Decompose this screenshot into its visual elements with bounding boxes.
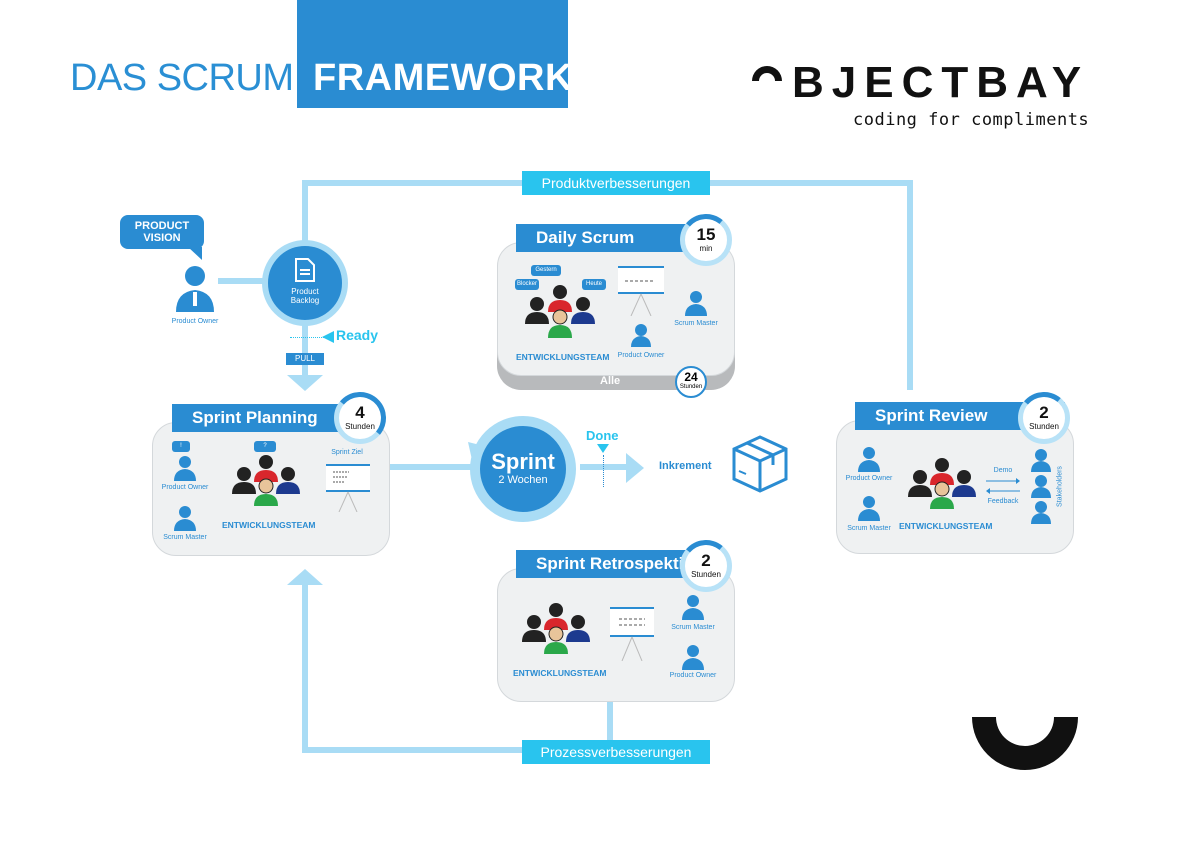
flipchart-icon (618, 266, 664, 316)
title-das-scrum: DAS SCRUM (70, 57, 294, 99)
gestern-bubble: Gestern (531, 265, 561, 276)
right-down-line (907, 180, 913, 390)
company-slogan: coding for compliments (853, 110, 1090, 130)
pull-label: PULL (286, 353, 324, 365)
sprint-to-increment-line (580, 464, 630, 470)
product-owner-icon (174, 456, 196, 481)
sprint-circle[interactable]: Sprint 2 Wochen (470, 416, 576, 522)
cycle-arrow-icon (468, 442, 484, 460)
heute-bubble: Heute (582, 279, 606, 290)
daily-scrum-timer: 15 min (677, 211, 735, 269)
timer-value: 4 (355, 403, 365, 422)
planning-to-sprint-line (388, 464, 478, 470)
produktverbesserungen-label: Produktverbesserungen (522, 171, 710, 195)
arrow-right-icon (626, 453, 644, 483)
scrum-master-icon (174, 506, 196, 531)
scrum-master-icon (682, 595, 704, 620)
team-label: ENTWICKLUNGSTEAM (899, 521, 993, 531)
company-logo: BJECTBAY (792, 58, 1090, 107)
ready-arrow-icon (322, 331, 334, 343)
product-vision-text: PRODUCT VISION (134, 220, 190, 244)
prozessverbesserungen-label: Prozessverbesserungen (522, 740, 710, 764)
product-backlog-label: Product Backlog (290, 287, 320, 305)
scrum-master-icon (685, 291, 707, 316)
timer-value: 2 (1039, 403, 1049, 422)
scrum-master-label: Scrum Master (163, 534, 207, 541)
sprint-planning-timer: 4 Stunden (331, 389, 389, 447)
product-vision-bubble: PRODUCT VISION (120, 215, 204, 249)
timer-value: 15 (696, 225, 716, 244)
team-bubble: ? (254, 441, 276, 452)
development-team-icon (525, 285, 595, 338)
product-owner-icon (682, 645, 704, 670)
bubble-tail (188, 247, 202, 260)
timer-unit: Stunden (345, 422, 375, 431)
stakeholders-label: Stakeholders (1056, 466, 1064, 507)
timer-unit: Stunden (1029, 422, 1059, 431)
document-icon (295, 258, 315, 282)
timer-unit: min (699, 244, 713, 253)
cycle-unit: Stunden (679, 384, 703, 390)
flipchart-icon (610, 607, 654, 661)
product-owner-label: Product Owner (161, 484, 209, 491)
daily-scrum-footer: Alle (600, 375, 621, 387)
logo-o-icon (752, 66, 782, 81)
flipchart-icon (326, 464, 370, 512)
product-backlog-circle[interactable]: Product Backlog (262, 240, 348, 326)
product-owner-icon (858, 447, 880, 472)
retro-down-line (607, 700, 613, 750)
scrum-master-icon (858, 496, 880, 521)
done-dotted-line (603, 455, 604, 487)
development-team-icon (522, 603, 590, 654)
scrum-master-label: Scrum Master (674, 320, 718, 327)
left-loop-up-line (302, 580, 308, 753)
logo-smile-icon (972, 717, 1078, 770)
sprint-review-timer: 2 Stunden (1015, 389, 1073, 447)
team-label: ENTWICKLUNGSTEAM (516, 352, 610, 362)
daily-cycle-badge: 24 Stunden (675, 366, 707, 398)
sprint-retro-timer: 2 Stunden (677, 537, 735, 595)
sprint-duration: 2 Wochen (498, 474, 548, 486)
left-up-line (302, 180, 308, 250)
title-highlight-box (297, 0, 568, 108)
po-bubble: ! (172, 441, 190, 452)
package-box-icon (732, 435, 788, 493)
arrow-up-icon (287, 569, 323, 585)
product-owner-label: Product Owner (617, 352, 665, 359)
po-to-backlog-line (218, 278, 268, 284)
stakeholders-icon (1031, 449, 1051, 524)
product-owner-label: Product Owner (845, 475, 893, 482)
feedback-label: Feedback (987, 498, 1019, 505)
arrow-down-icon (287, 375, 323, 391)
sprint-title: Sprint (491, 449, 555, 474)
demo-arrow-icon (986, 478, 1020, 484)
done-label: Done (586, 428, 619, 443)
team-label: ENTWICKLUNGSTEAM (513, 668, 607, 678)
development-team-icon (908, 458, 976, 509)
demo-label: Demo (993, 467, 1013, 474)
increment-label: Inkrement (659, 460, 712, 472)
product-owner-label: Product Owner (171, 318, 219, 325)
bottom-loop-line (302, 747, 612, 753)
product-owner-icon (176, 266, 214, 312)
sprint-goal-label: Sprint Ziel (331, 449, 363, 456)
ready-dotted-line (290, 337, 324, 338)
product-owner-icon (631, 324, 651, 347)
scrum-master-label: Scrum Master (847, 525, 891, 532)
scrum-master-label: Scrum Master (671, 624, 715, 631)
timer-value: 2 (701, 551, 711, 570)
timer-unit: Stunden (691, 570, 721, 579)
title-framework: FRAMEWORK (313, 57, 573, 99)
cycle-value: 24 (684, 370, 698, 384)
backlog-down-line (302, 318, 308, 378)
development-team-icon (232, 455, 300, 506)
feedback-arrow-icon (986, 488, 1020, 494)
done-marker-icon (597, 444, 609, 453)
blocker-bubble: Blocker (515, 279, 539, 290)
product-owner-label: Product Owner (669, 672, 717, 679)
ready-label: Ready (336, 327, 379, 343)
team-label: ENTWICKLUNGSTEAM (222, 520, 316, 530)
